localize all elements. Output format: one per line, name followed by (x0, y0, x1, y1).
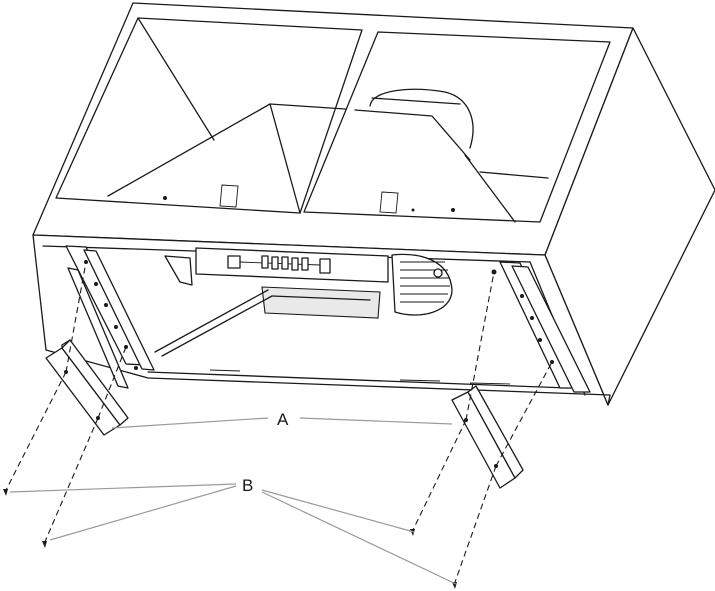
underside-components (147, 247, 569, 389)
bracket-a-left (45, 339, 129, 436)
screw-b-3 (410, 529, 415, 536)
screws-b (3, 489, 457, 589)
leader-lines (9, 417, 457, 585)
callout-a: A (277, 410, 289, 429)
left-rail (65, 245, 155, 389)
screw-guide-lines (4, 261, 553, 586)
left-compartment (55, 17, 363, 214)
callout-b: B (242, 476, 253, 495)
screw-b-2 (42, 541, 47, 548)
screw-b-1 (3, 489, 8, 496)
right-compartment (303, 31, 611, 223)
right-rail (491, 261, 591, 393)
bracket-a-right (451, 385, 524, 489)
